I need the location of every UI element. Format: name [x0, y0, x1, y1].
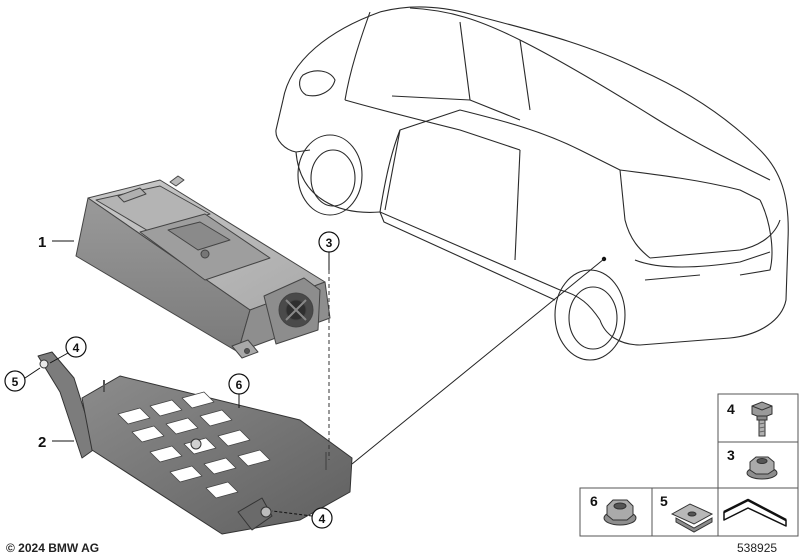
callout-label-2: 2 [38, 434, 46, 451]
callout-1: 1 [38, 234, 74, 251]
control-unit-part [75, 175, 331, 359]
diagram-number: 538925 [737, 541, 778, 555]
copyright-text: © 2024 BMW AG [6, 541, 100, 555]
parts-number-4: 4 [727, 401, 735, 417]
clip-nut-icon [670, 503, 714, 533]
parts-number-6: 6 [590, 493, 598, 509]
parts-cell-5: 5 [660, 493, 714, 533]
callout-label-5: 5 [12, 375, 19, 389]
callout-label-4-upper: 4 [73, 341, 80, 355]
parts-cell-4: 4 [727, 401, 773, 437]
location-leader-line [351, 258, 605, 465]
parts-number-5: 5 [660, 493, 668, 509]
callout-3: 3 [318, 231, 340, 270]
bolt-icon [751, 401, 773, 437]
callout-4-lower: 4 [271, 507, 333, 529]
callout-label-4-lower: 4 [319, 512, 326, 526]
callout-label-3: 3 [326, 236, 333, 250]
callout-4-upper: 4 [49, 336, 87, 364]
flange-nut-icon [746, 456, 778, 480]
parts-table [579, 393, 799, 537]
callout-6: 6 [228, 373, 250, 408]
parts-cell-6: 6 [590, 493, 637, 526]
callout-label-1: 1 [38, 234, 46, 251]
callout-5: 5 [4, 367, 41, 392]
callout-label-6: 6 [236, 378, 243, 392]
callout-2: 2 [38, 434, 74, 451]
parts-cell-symbol [723, 498, 787, 527]
vehicle-outline [275, 6, 789, 361]
hex-nut-icon [603, 499, 637, 526]
bracket-tray-part [37, 351, 353, 535]
parts-number-3: 3 [727, 447, 735, 463]
parts-cell-3: 3 [727, 447, 778, 480]
